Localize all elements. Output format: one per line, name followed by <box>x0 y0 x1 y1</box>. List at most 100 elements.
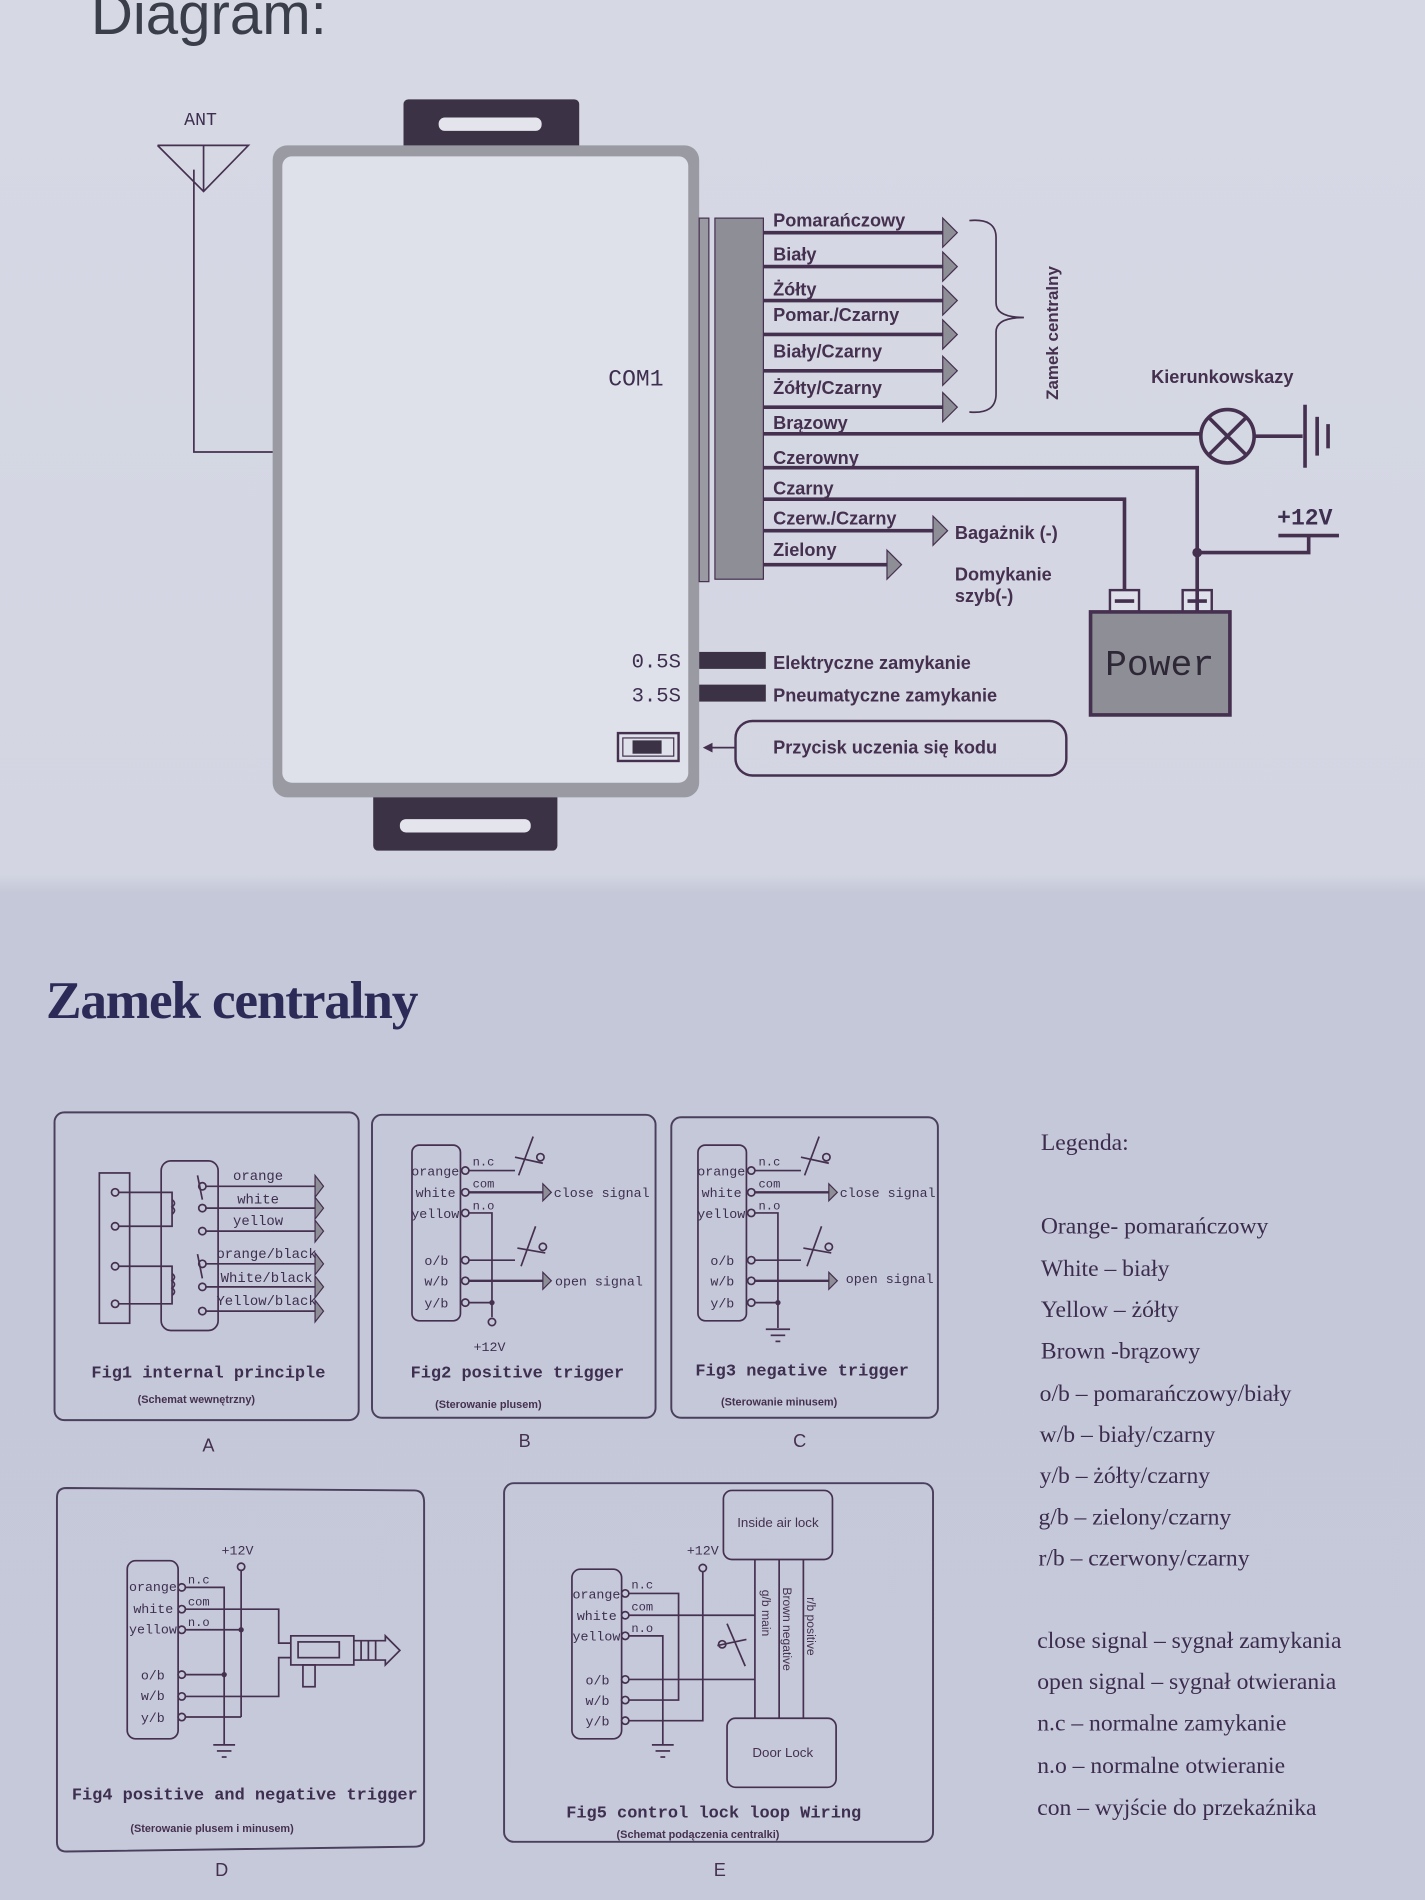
figure-d-positive-negative-trigger <box>55 1487 426 1853</box>
supply-label: +12V <box>222 1544 254 1559</box>
page-title: Diagram: <box>91 0 327 47</box>
pin-label: yellow <box>572 1630 620 1645</box>
figure-title: Fig4 positive and negative trigger <box>72 1786 418 1805</box>
scissors-icon <box>803 1225 834 1267</box>
inside-air-lock-label: Inside air lock <box>737 1515 819 1530</box>
contact-label: n.o <box>631 1622 653 1636</box>
legend-item: o/b – pomarańczowy/biały <box>1040 1381 1292 1407</box>
central-lock-group-label: Zamek centralny <box>1043 265 1062 399</box>
timing-wire-electric <box>699 651 766 669</box>
learn-code-button[interactable] <box>616 731 680 763</box>
output-label: white <box>237 1192 279 1208</box>
wire-label: Żółty/Czarny <box>773 378 882 398</box>
legend-item: Brown -brązowy <box>1041 1338 1201 1364</box>
scissors-icon <box>717 1623 747 1667</box>
legend-term: con – wyjście do przekaźnika <box>1037 1795 1317 1821</box>
supply-label: +12V <box>474 1340 506 1355</box>
legend-item: r/b – czerwony/czarny <box>1038 1546 1249 1572</box>
pin-label: yellow <box>411 1207 459 1222</box>
figure-title: Fig1 internal principle <box>91 1365 325 1384</box>
wire-label: Pomar./Czarny <box>773 305 899 325</box>
contact-label: n.c <box>631 1579 653 1593</box>
wire-pomar-czarny <box>763 318 959 351</box>
door-lock-label: Door Lock <box>752 1745 813 1760</box>
connector-strip <box>698 217 710 583</box>
wire-label: Czerw./Czarny <box>773 509 896 529</box>
close-signal-label: close signal <box>554 1186 650 1201</box>
legend-term: close signal – sygnał zamykania <box>1037 1628 1342 1654</box>
pin-label: orange <box>129 1580 177 1595</box>
antenna-icon <box>156 144 277 453</box>
figure-subtitle: (Schemat podączenia centralki) <box>617 1829 780 1841</box>
output-label: White/black <box>221 1271 313 1287</box>
contact-label: n.c <box>759 1156 781 1170</box>
wire-label: Czerowny <box>773 448 859 468</box>
timing-label: Elektryczne zamykanie <box>773 653 971 673</box>
wire-label: Biały/Czarny <box>773 341 882 361</box>
contact-label: com <box>473 1178 495 1192</box>
arrow-left-icon <box>702 742 736 753</box>
pin-label: white <box>133 1602 173 1617</box>
pin-label: orange <box>697 1164 745 1179</box>
alarm-control-unit <box>272 99 700 851</box>
figure-subtitle: (Sterowanie plusem) <box>435 1399 542 1411</box>
wire-label: g/b main <box>759 1590 773 1636</box>
scissors-icon <box>514 1136 545 1176</box>
connector-block <box>714 217 764 580</box>
scissors-icon <box>800 1136 831 1176</box>
wire-zielony <box>763 548 903 581</box>
wire-label: Brown negative <box>780 1587 794 1671</box>
legend-term: open signal – sygnał otwierania <box>1037 1669 1337 1695</box>
ground-icon <box>651 1744 674 1758</box>
legend-item: Yellow – żółty <box>1041 1297 1179 1323</box>
voltage-label: +12V <box>1277 506 1332 532</box>
output-label: yellow <box>233 1214 284 1230</box>
wire-czarny <box>763 497 1127 591</box>
pin-label: y/b <box>424 1296 448 1311</box>
ground-icon <box>213 1744 236 1758</box>
wire-bialy-czarny <box>763 354 959 387</box>
figure-e-lock-loop-wiring <box>503 1482 935 1843</box>
legend: Legenda: Orange- pomarańczowy White – bi… <box>1037 1130 1342 1821</box>
legend-item: y/b – żółty/czarny <box>1040 1463 1211 1489</box>
ground-icon <box>1254 404 1330 468</box>
pin-label: w/b <box>586 1694 610 1709</box>
output-label: orange/black <box>216 1247 316 1263</box>
timing-value: 3.5S <box>632 686 681 709</box>
pin-label: yellow <box>129 1622 177 1637</box>
window-close-label: Domykanie <box>955 564 1052 584</box>
wire-label: r/b positive <box>804 1597 818 1656</box>
pin-label: w/b <box>424 1275 448 1290</box>
wire-label: Biały <box>773 245 816 265</box>
pin-label: orange <box>572 1587 620 1602</box>
battery-icon <box>1088 588 1232 717</box>
wire-label: Zielony <box>773 540 837 560</box>
battery-label: Power <box>1105 645 1214 686</box>
window-close-label-2: szyb(-) <box>955 586 1014 606</box>
pin-label: white <box>702 1186 742 1201</box>
pin-label: white <box>577 1609 617 1624</box>
figure-letter: E <box>714 1860 726 1880</box>
figure-subtitle: (Sterowanie minusem) <box>721 1397 838 1409</box>
pin-label: o/b <box>141 1668 165 1683</box>
legend-item: w/b – biały/czarny <box>1040 1422 1216 1448</box>
contact-label: n.c <box>473 1156 495 1170</box>
figure-c-negative-trigger <box>670 1116 939 1419</box>
ground-icon <box>765 1328 791 1343</box>
open-signal-label: open signal <box>555 1275 643 1290</box>
pin-label: white <box>416 1186 456 1201</box>
wire-czerw-czarny <box>763 514 949 547</box>
figure-title: Fig5 control lock loop Wiring <box>566 1805 861 1824</box>
pin-label: w/b <box>141 1689 165 1704</box>
pin-label: y/b <box>586 1715 610 1730</box>
figure-a-internal-principle <box>53 1111 360 1422</box>
wire-zolty <box>763 284 959 317</box>
trunk-label: Bagażnik (-) <box>955 523 1058 543</box>
pin-label: o/b <box>710 1254 734 1269</box>
figure-title: Fig2 positive trigger <box>411 1365 625 1384</box>
wire-label: Pomarańczowy <box>773 211 905 231</box>
open-signal-label: open signal <box>846 1272 934 1287</box>
wire-zolty-czarny <box>763 391 959 424</box>
output-label: Yellow/black <box>216 1294 316 1310</box>
